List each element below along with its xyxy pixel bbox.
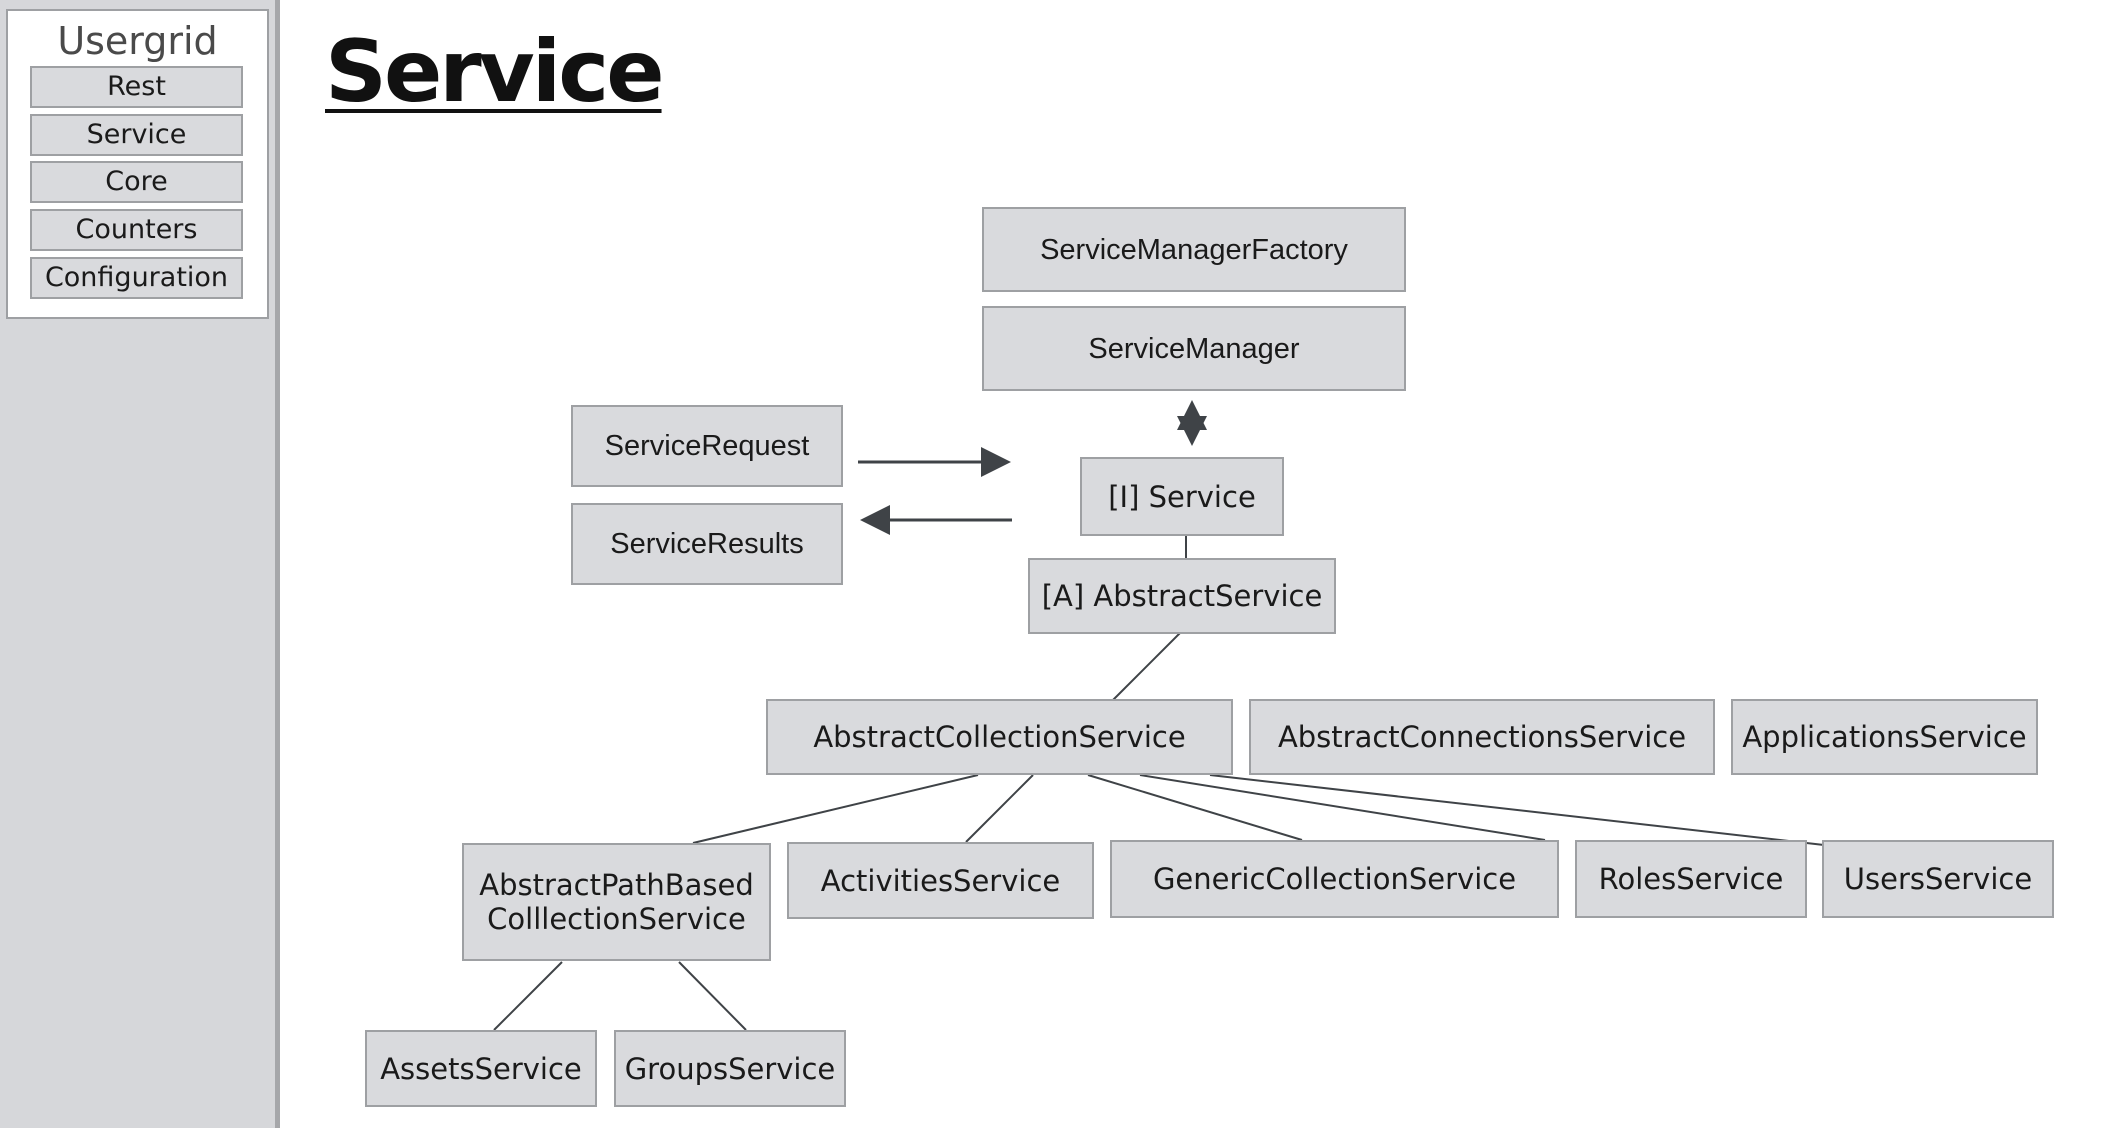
node-abstract-path-based-collection-service: AbstractPathBased ColllectionService	[462, 843, 771, 961]
node-applications-service: ApplicationsService	[1731, 699, 2038, 775]
node-abstract-connections-service: AbstractConnectionsService	[1249, 699, 1715, 775]
page-title: Service	[325, 22, 665, 122]
node-label-line-1: AbstractPathBased	[479, 868, 754, 902]
edge-pathbased-assets	[493, 961, 563, 1031]
nav-item-configuration[interactable]: Configuration	[30, 257, 243, 299]
node-groups-service: GroupsService	[614, 1030, 846, 1107]
sidebar: Usergrid Rest Service Core Counters Conf…	[0, 0, 280, 1128]
edge-collection-pathbased	[692, 774, 979, 844]
node-service-results: ServiceResults	[571, 503, 843, 585]
node-i-service: [I] Service	[1080, 457, 1284, 536]
node-roles-service: RolesService	[1575, 840, 1807, 918]
node-generic-collection-service: GenericCollectionService	[1110, 840, 1559, 918]
node-service-manager-factory: ServiceManagerFactory	[982, 207, 1406, 292]
node-service-manager: ServiceManager	[982, 306, 1406, 391]
node-activities-service: ActivitiesService	[787, 842, 1094, 919]
edge-collection-roles	[1139, 774, 1546, 841]
nav-item-counters[interactable]: Counters	[30, 209, 243, 251]
edge-collection-generic	[1087, 774, 1303, 841]
nav-item-core[interactable]: Core	[30, 161, 243, 203]
node-assets-service: AssetsService	[365, 1030, 597, 1107]
node-users-service: UsersService	[1822, 840, 2054, 918]
nav-item-rest[interactable]: Rest	[30, 66, 243, 108]
nav-title: Usergrid	[57, 19, 218, 63]
node-abstract-collection-service: AbstractCollectionService	[766, 699, 1233, 775]
edge-pathbased-groups	[678, 961, 747, 1031]
nav-panel: Usergrid Rest Service Core Counters Conf…	[6, 9, 269, 319]
node-abstract-service: [A] AbstractService	[1028, 558, 1336, 634]
node-label-line-2: ColllectionService	[487, 902, 746, 936]
edge-abstract-collection	[1112, 632, 1181, 701]
edge-collection-activities	[965, 774, 1034, 843]
nav-item-service[interactable]: Service	[30, 114, 243, 156]
edge-collection-users	[1209, 774, 1825, 846]
node-service-request: ServiceRequest	[571, 405, 843, 487]
